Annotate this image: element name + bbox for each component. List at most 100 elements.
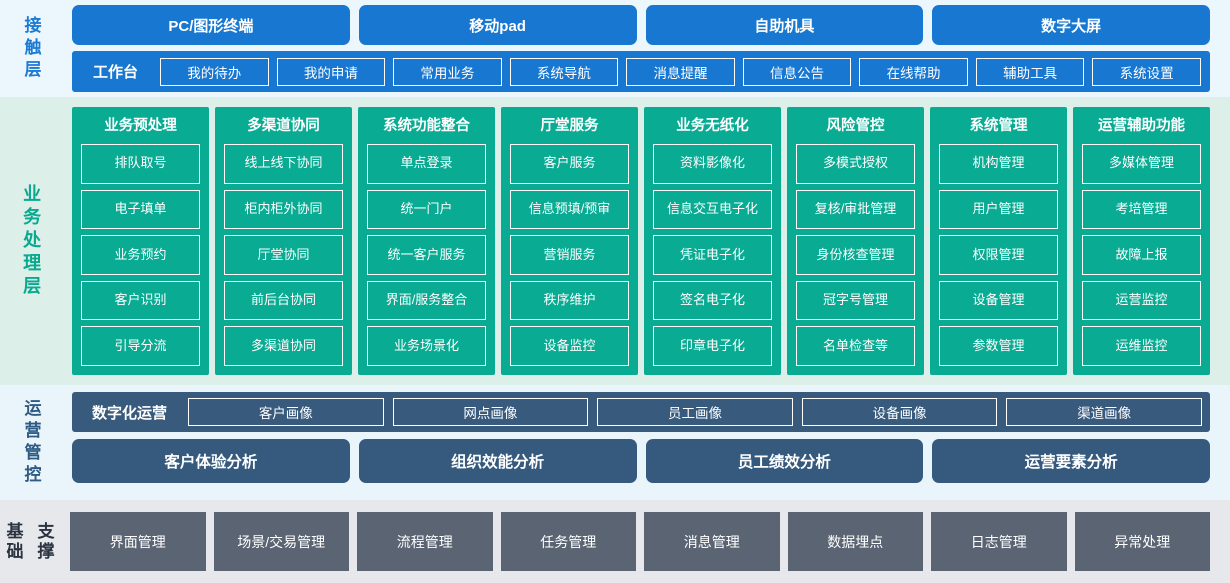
- biz-item-review-approval[interactable]: 复核/审批管理: [796, 189, 915, 230]
- biz-item-marketing-service[interactable]: 营销服务: [510, 235, 629, 275]
- band-label-business: 业务处理层: [0, 97, 62, 385]
- band-label-operations-text: 运营管控: [21, 398, 41, 487]
- band-label-business-text: 业务处理层: [21, 183, 42, 299]
- biz-item-device-monitoring[interactable]: 设备监控: [510, 326, 629, 366]
- workbench-item-message-alert[interactable]: 消息提醒: [626, 57, 735, 86]
- portrait-employee[interactable]: 员工画像: [597, 398, 793, 426]
- band-body-access: PC/图形终端 移动pad 自助机具 数字大屏 工作台 我的待办 我的申请 常用…: [62, 0, 1230, 97]
- analysis-row: 客户体验分析 组织效能分析 员工绩效分析 运营要素分析: [72, 439, 1210, 483]
- biz-column-title: 系统功能整合: [383, 118, 470, 134]
- analysis-employee-performance[interactable]: 员工绩效分析: [645, 439, 924, 483]
- base-item-task-mgmt[interactable]: 任务管理: [500, 512, 636, 571]
- band-body-base: 界面管理 场景/交易管理 流程管理 任务管理 消息管理 数据埋点 日志管理 异常…: [62, 500, 1230, 583]
- biz-item-customer-service[interactable]: 客户服务: [510, 144, 629, 184]
- biz-item-prefill-preaudit[interactable]: 信息预填/预审: [510, 189, 629, 230]
- band-access-layer: 接触层 PC/图形终端 移动pad 自助机具 数字大屏 工作台 我的待办 我的申…: [0, 0, 1230, 97]
- portrait-channel[interactable]: 渠道画像: [1006, 398, 1202, 426]
- channel-pill-mobile-pad[interactable]: 移动pad: [358, 5, 637, 45]
- base-item-process-mgmt[interactable]: 流程管理: [357, 512, 493, 571]
- biz-item-user-mgmt[interactable]: 用户管理: [939, 189, 1058, 230]
- biz-item-single-signon[interactable]: 单点登录: [367, 144, 486, 184]
- channel-pill-self-service[interactable]: 自助机具: [645, 5, 924, 45]
- analysis-org-efficiency[interactable]: 组织效能分析: [358, 439, 637, 483]
- biz-item-counter-collab[interactable]: 柜内柜外协同: [224, 189, 343, 230]
- biz-item-online-offline-collab[interactable]: 线上线下协同: [224, 144, 343, 184]
- biz-item-front-back-collab[interactable]: 前后台协同: [224, 280, 343, 321]
- biz-column-title: 风险管控: [826, 118, 885, 134]
- biz-column-system-integration: 系统功能整合 单点登录 统一门户 统一客户服务 界面/服务整合 业务场景化: [358, 107, 495, 375]
- band-label-base-line2: 支撑: [37, 521, 56, 561]
- band-body-business: 业务预处理 排队取号 电子填单 业务预约 客户识别 引导分流 多渠道协同 线上线…: [62, 97, 1230, 385]
- base-item-ui-mgmt[interactable]: 界面管理: [70, 512, 206, 571]
- biz-item-appointment[interactable]: 业务预约: [81, 235, 200, 275]
- biz-column-preprocessing: 业务预处理 排队取号 电子填单 业务预约 客户识别 引导分流: [72, 107, 209, 375]
- biz-item-maintenance-monitoring[interactable]: 运维监控: [1082, 326, 1201, 366]
- biz-item-info-exchange-digital[interactable]: 信息交互电子化: [653, 189, 772, 230]
- biz-item-multichannel-collab[interactable]: 多渠道协同: [224, 326, 343, 366]
- biz-item-fault-report[interactable]: 故障上报: [1082, 235, 1201, 275]
- band-body-operations: 数字化运营 客户画像 网点画像 员工画像 设备画像 渠道画像 客户体验分析 组织…: [62, 385, 1230, 500]
- biz-column-paperless: 业务无纸化 资料影像化 信息交互电子化 凭证电子化 签名电子化 印章电子化: [644, 107, 781, 375]
- base-item-exception-handling[interactable]: 异常处理: [1074, 512, 1210, 571]
- channel-pill-pc[interactable]: PC/图形终端: [72, 5, 350, 45]
- base-item-data-tracking[interactable]: 数据埋点: [787, 512, 923, 571]
- biz-column-title: 业务无纸化: [676, 118, 749, 134]
- biz-column-title: 运营辅助功能: [1098, 118, 1185, 134]
- biz-column-title: 业务预处理: [104, 118, 177, 134]
- biz-item-hall-collab[interactable]: 厅堂协同: [224, 235, 343, 275]
- workbench-item-my-todo[interactable]: 我的待办: [160, 57, 269, 86]
- portrait-branch[interactable]: 网点画像: [392, 398, 589, 426]
- biz-item-guide-diversion[interactable]: 引导分流: [81, 326, 200, 366]
- band-label-base: 基础 支撑: [0, 500, 62, 583]
- biz-item-unified-customer-service[interactable]: 统一客户服务: [367, 235, 486, 275]
- workbench-item-system-settings[interactable]: 系统设置: [1092, 57, 1201, 86]
- band-label-base-line1: 基础: [6, 521, 25, 561]
- biz-item-ui-service-integration[interactable]: 界面/服务整合: [367, 280, 486, 321]
- workbench-item-online-help[interactable]: 在线帮助: [859, 57, 968, 86]
- biz-item-order-maintenance[interactable]: 秩序维护: [510, 280, 629, 321]
- channel-pill-digital-screen[interactable]: 数字大屏: [932, 5, 1210, 45]
- biz-item-document-imaging[interactable]: 资料影像化: [653, 144, 772, 184]
- portrait-device[interactable]: 设备画像: [801, 398, 998, 426]
- biz-item-serial-number-mgmt[interactable]: 冠字号管理: [796, 280, 915, 321]
- biz-item-parameter-mgmt[interactable]: 参数管理: [939, 326, 1058, 366]
- biz-item-voucher-digital[interactable]: 凭证电子化: [653, 235, 772, 275]
- biz-item-signature-digital[interactable]: 签名电子化: [653, 280, 772, 321]
- biz-item-multimedia-mgmt[interactable]: 多媒体管理: [1082, 144, 1201, 184]
- biz-item-training-mgmt[interactable]: 考培管理: [1082, 189, 1201, 230]
- base-item-scenario-transaction-mgmt[interactable]: 场景/交易管理: [213, 512, 349, 571]
- portrait-customer[interactable]: 客户画像: [188, 398, 384, 426]
- workbench-item-announcement[interactable]: 信息公告: [742, 57, 852, 86]
- biz-item-multimode-authorization[interactable]: 多模式授权: [796, 144, 915, 184]
- workbench-item-common-business[interactable]: 常用业务: [393, 57, 502, 86]
- analysis-customer-experience[interactable]: 客户体验分析: [72, 439, 350, 483]
- biz-item-list-check[interactable]: 名单检查等: [796, 326, 915, 366]
- biz-item-e-form[interactable]: 电子填单: [81, 189, 200, 230]
- base-item-message-mgmt[interactable]: 消息管理: [644, 512, 780, 571]
- workbench-item-my-application[interactable]: 我的申请: [276, 57, 386, 86]
- biz-column-title: 多渠道协同: [247, 118, 320, 134]
- biz-item-device-mgmt[interactable]: 设备管理: [939, 280, 1058, 321]
- biz-item-permission-mgmt[interactable]: 权限管理: [939, 235, 1058, 275]
- channel-row: PC/图形终端 移动pad 自助机具 数字大屏: [72, 5, 1210, 45]
- biz-item-customer-identify[interactable]: 客户识别: [81, 280, 200, 321]
- biz-item-org-mgmt[interactable]: 机构管理: [939, 144, 1058, 184]
- base-item-log-mgmt[interactable]: 日志管理: [931, 512, 1067, 571]
- band-operations-layer: 运营管控 数字化运营 客户画像 网点画像 员工画像 设备画像 渠道画像 客户体验…: [0, 385, 1230, 500]
- biz-item-queue-number[interactable]: 排队取号: [81, 144, 200, 184]
- band-label-operations: 运营管控: [0, 385, 62, 500]
- biz-column-operation-aux: 运营辅助功能 多媒体管理 考培管理 故障上报 运营监控 运维监控: [1073, 107, 1210, 375]
- biz-item-business-scenario[interactable]: 业务场景化: [367, 326, 486, 366]
- biz-column-title: 厅堂服务: [540, 118, 599, 134]
- base-support-row: 界面管理 场景/交易管理 流程管理 任务管理 消息管理 数据埋点 日志管理 异常…: [70, 512, 1210, 571]
- analysis-operation-factors[interactable]: 运营要素分析: [932, 439, 1210, 483]
- workbench-item-system-navigation[interactable]: 系统导航: [509, 57, 619, 86]
- biz-item-seal-digital[interactable]: 印章电子化: [653, 326, 772, 366]
- biz-item-identity-verification[interactable]: 身份核查管理: [796, 235, 915, 275]
- workbench-item-aux-tools[interactable]: 辅助工具: [975, 57, 1085, 86]
- band-label-access-text: 接触层: [21, 15, 41, 82]
- biz-item-unified-portal[interactable]: 统一门户: [367, 189, 486, 230]
- biz-item-operation-monitoring[interactable]: 运营监控: [1082, 280, 1201, 321]
- band-base-support-layer: 基础 支撑 界面管理 场景/交易管理 流程管理 任务管理 消息管理 数据埋点 日…: [0, 500, 1230, 583]
- biz-column-hall-service: 厅堂服务 客户服务 信息预填/预审 营销服务 秩序维护 设备监控: [501, 107, 638, 375]
